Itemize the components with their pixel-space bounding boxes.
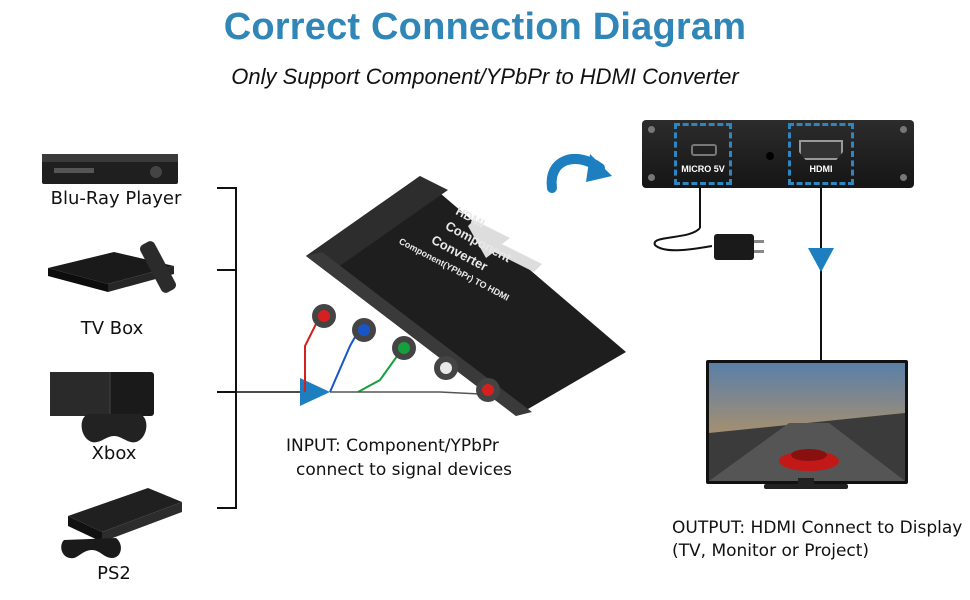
hdmi-port-highlight: HDMI	[788, 123, 854, 185]
tv-box-icon	[48, 241, 176, 293]
diagram-title: Correct Connection Diagram	[223, 6, 747, 48]
diagram-subtitle: Only Support Component/YPbPr to HDMI Con…	[231, 64, 739, 89]
micro-usb-port-highlight: MICRO 5V	[674, 123, 732, 185]
hdmi-label: HDMI	[809, 164, 833, 174]
blu-ray-player-icon	[42, 154, 178, 184]
xbox-icon	[50, 372, 154, 443]
input-text-line2: connect to signal devices	[296, 460, 513, 480]
output-text-line2: (TV, Monitor or Project)	[672, 541, 870, 561]
power-adapter-icon	[714, 234, 764, 260]
output-arrow-head	[808, 248, 834, 272]
device-label-ps2: PS2	[97, 563, 131, 584]
screw-icon	[648, 174, 655, 181]
input-text-line1: INPUT: Component/YPbPr	[286, 436, 499, 456]
indicator-light	[766, 152, 774, 160]
hdmi-port	[799, 140, 843, 160]
converter-rear-panel: MICRO 5V HDMI	[642, 120, 914, 188]
input-arrow-head	[300, 378, 330, 406]
output-text-line1: OUTPUT: HDMI Connect to Display	[672, 518, 963, 538]
device-label-xbox: Xbox	[91, 443, 137, 464]
converter-box	[306, 176, 626, 416]
racing-game-screen	[709, 363, 905, 481]
screw-icon	[900, 126, 907, 133]
tv-display	[706, 360, 908, 484]
micro-usb-port	[691, 144, 717, 156]
device-label-blu-ray: Blu-Ray Player	[50, 188, 182, 209]
ps2-icon	[61, 488, 182, 559]
device-label-tv-box: TV Box	[80, 318, 144, 339]
tv-stand	[764, 478, 848, 489]
micro-5v-label: MICRO 5V	[681, 164, 725, 174]
screw-icon	[900, 174, 907, 181]
screw-icon	[648, 126, 655, 133]
